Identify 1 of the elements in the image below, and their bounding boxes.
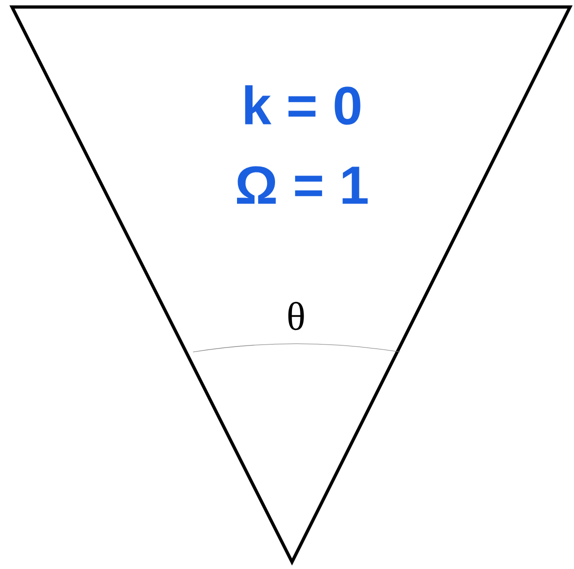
angle-label: θ <box>288 302 304 330</box>
